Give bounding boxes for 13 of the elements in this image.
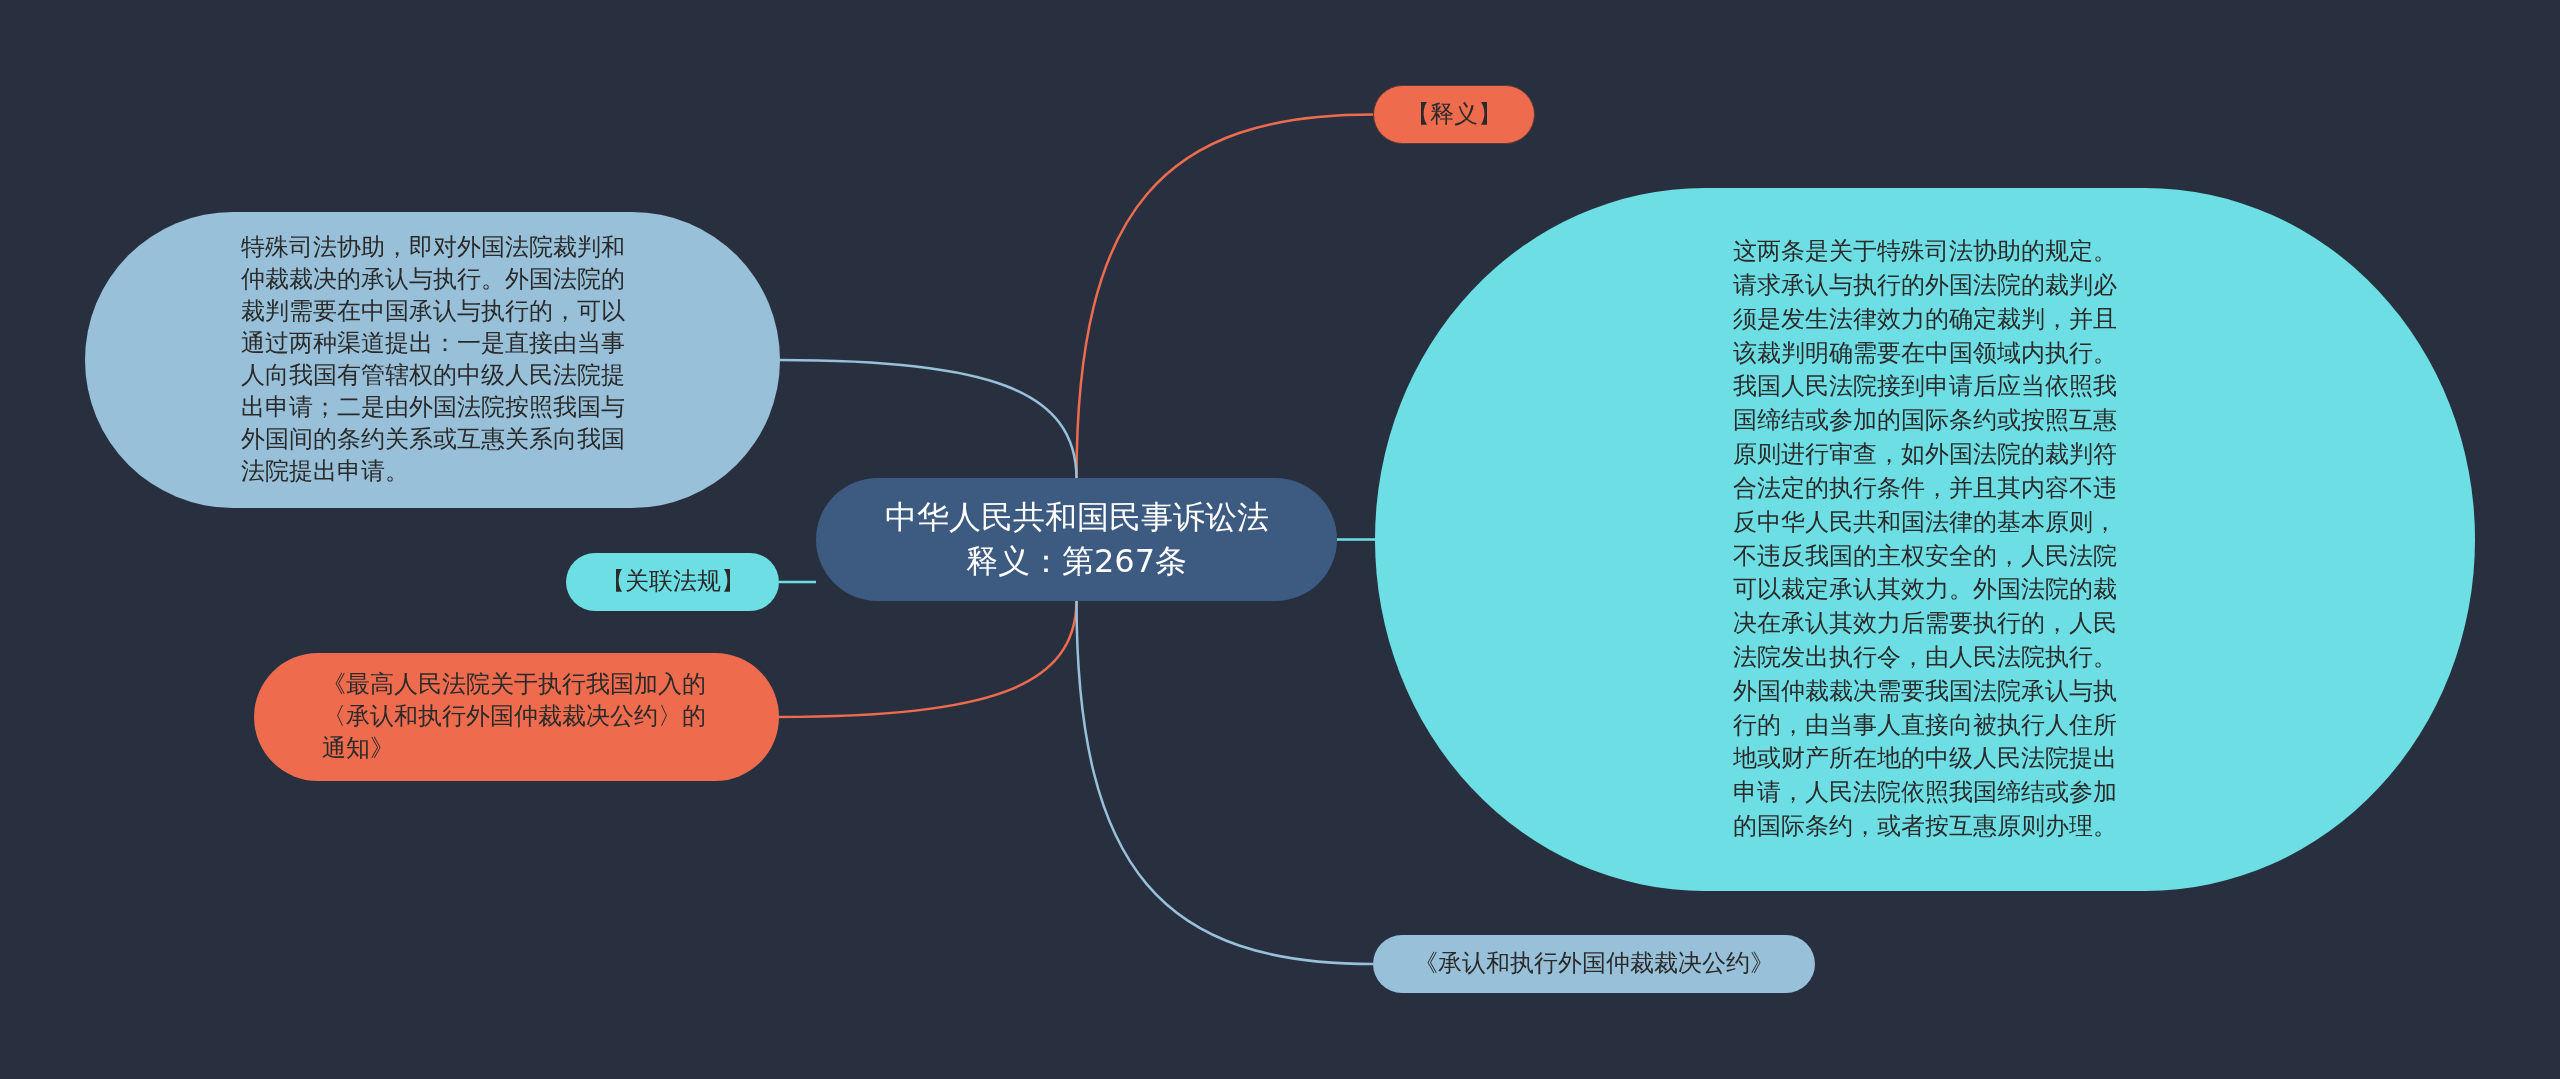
topic-text: 特殊司法协助，即对外国法院裁判和仲裁裁决的承认与执行。外国法院的裁判需要在中国承认与执行的，可以通过两种渠道提出：一是直接由当事人向我国有管辖权的中级人民法院提出申请；二是由外国法院按照我国与外国间的条约关系或互惠关系向我国法院提出申请。 <box>240 232 625 487</box>
connector-line <box>779 580 816 584</box>
topic-text: 这两条是关于特殊司法协助的规定。请求承认与执行的外国法院的裁判必须是发生法律效力的确定裁判，并且该裁判明确需要在中国领域内执行。我国人民法院接到申请后应当依照我国缔结或参加的国际条约或按照互惠原则进行审查，如外国法院的裁判符合法定的执行条件，并且其内容不违反中华人民共和国法律的基本原则，不违反我国的主权安全的，人民法院可以裁定承认其效力。外国法院的裁决在承认其效力后需要执行的，人民法院发出执行令，由人民法院执行。外国仲裁裁决需要我国法院承认与执行的，由当事人直接向被执行人住所地或财产所在地的中级人民法院提出申请，人民法院依照我国缔结或参加的国际条约，或者按互惠原则办理。 <box>1733 236 2117 843</box>
connector-line <box>1075 599 1374 966</box>
connector-line <box>780 358 1078 480</box>
reference-pill <box>1373 935 1815 993</box>
topic-text: 《承认和执行外国仲裁裁决公约》 <box>1413 948 1775 980</box>
topic-pill <box>566 553 779 611</box>
connector-line <box>1337 538 1375 541</box>
topic-text: 【关联法规】 <box>599 566 746 598</box>
topic-text: 中华人民共和国民事诉讼法释义：第267条 <box>883 497 1270 582</box>
topic-text: 《最高人民法院关于执行我国加入的〈承认和执行外国仲裁裁决公约〉的通知》 <box>321 669 707 764</box>
topic-text: 【释义】 <box>1405 98 1503 130</box>
